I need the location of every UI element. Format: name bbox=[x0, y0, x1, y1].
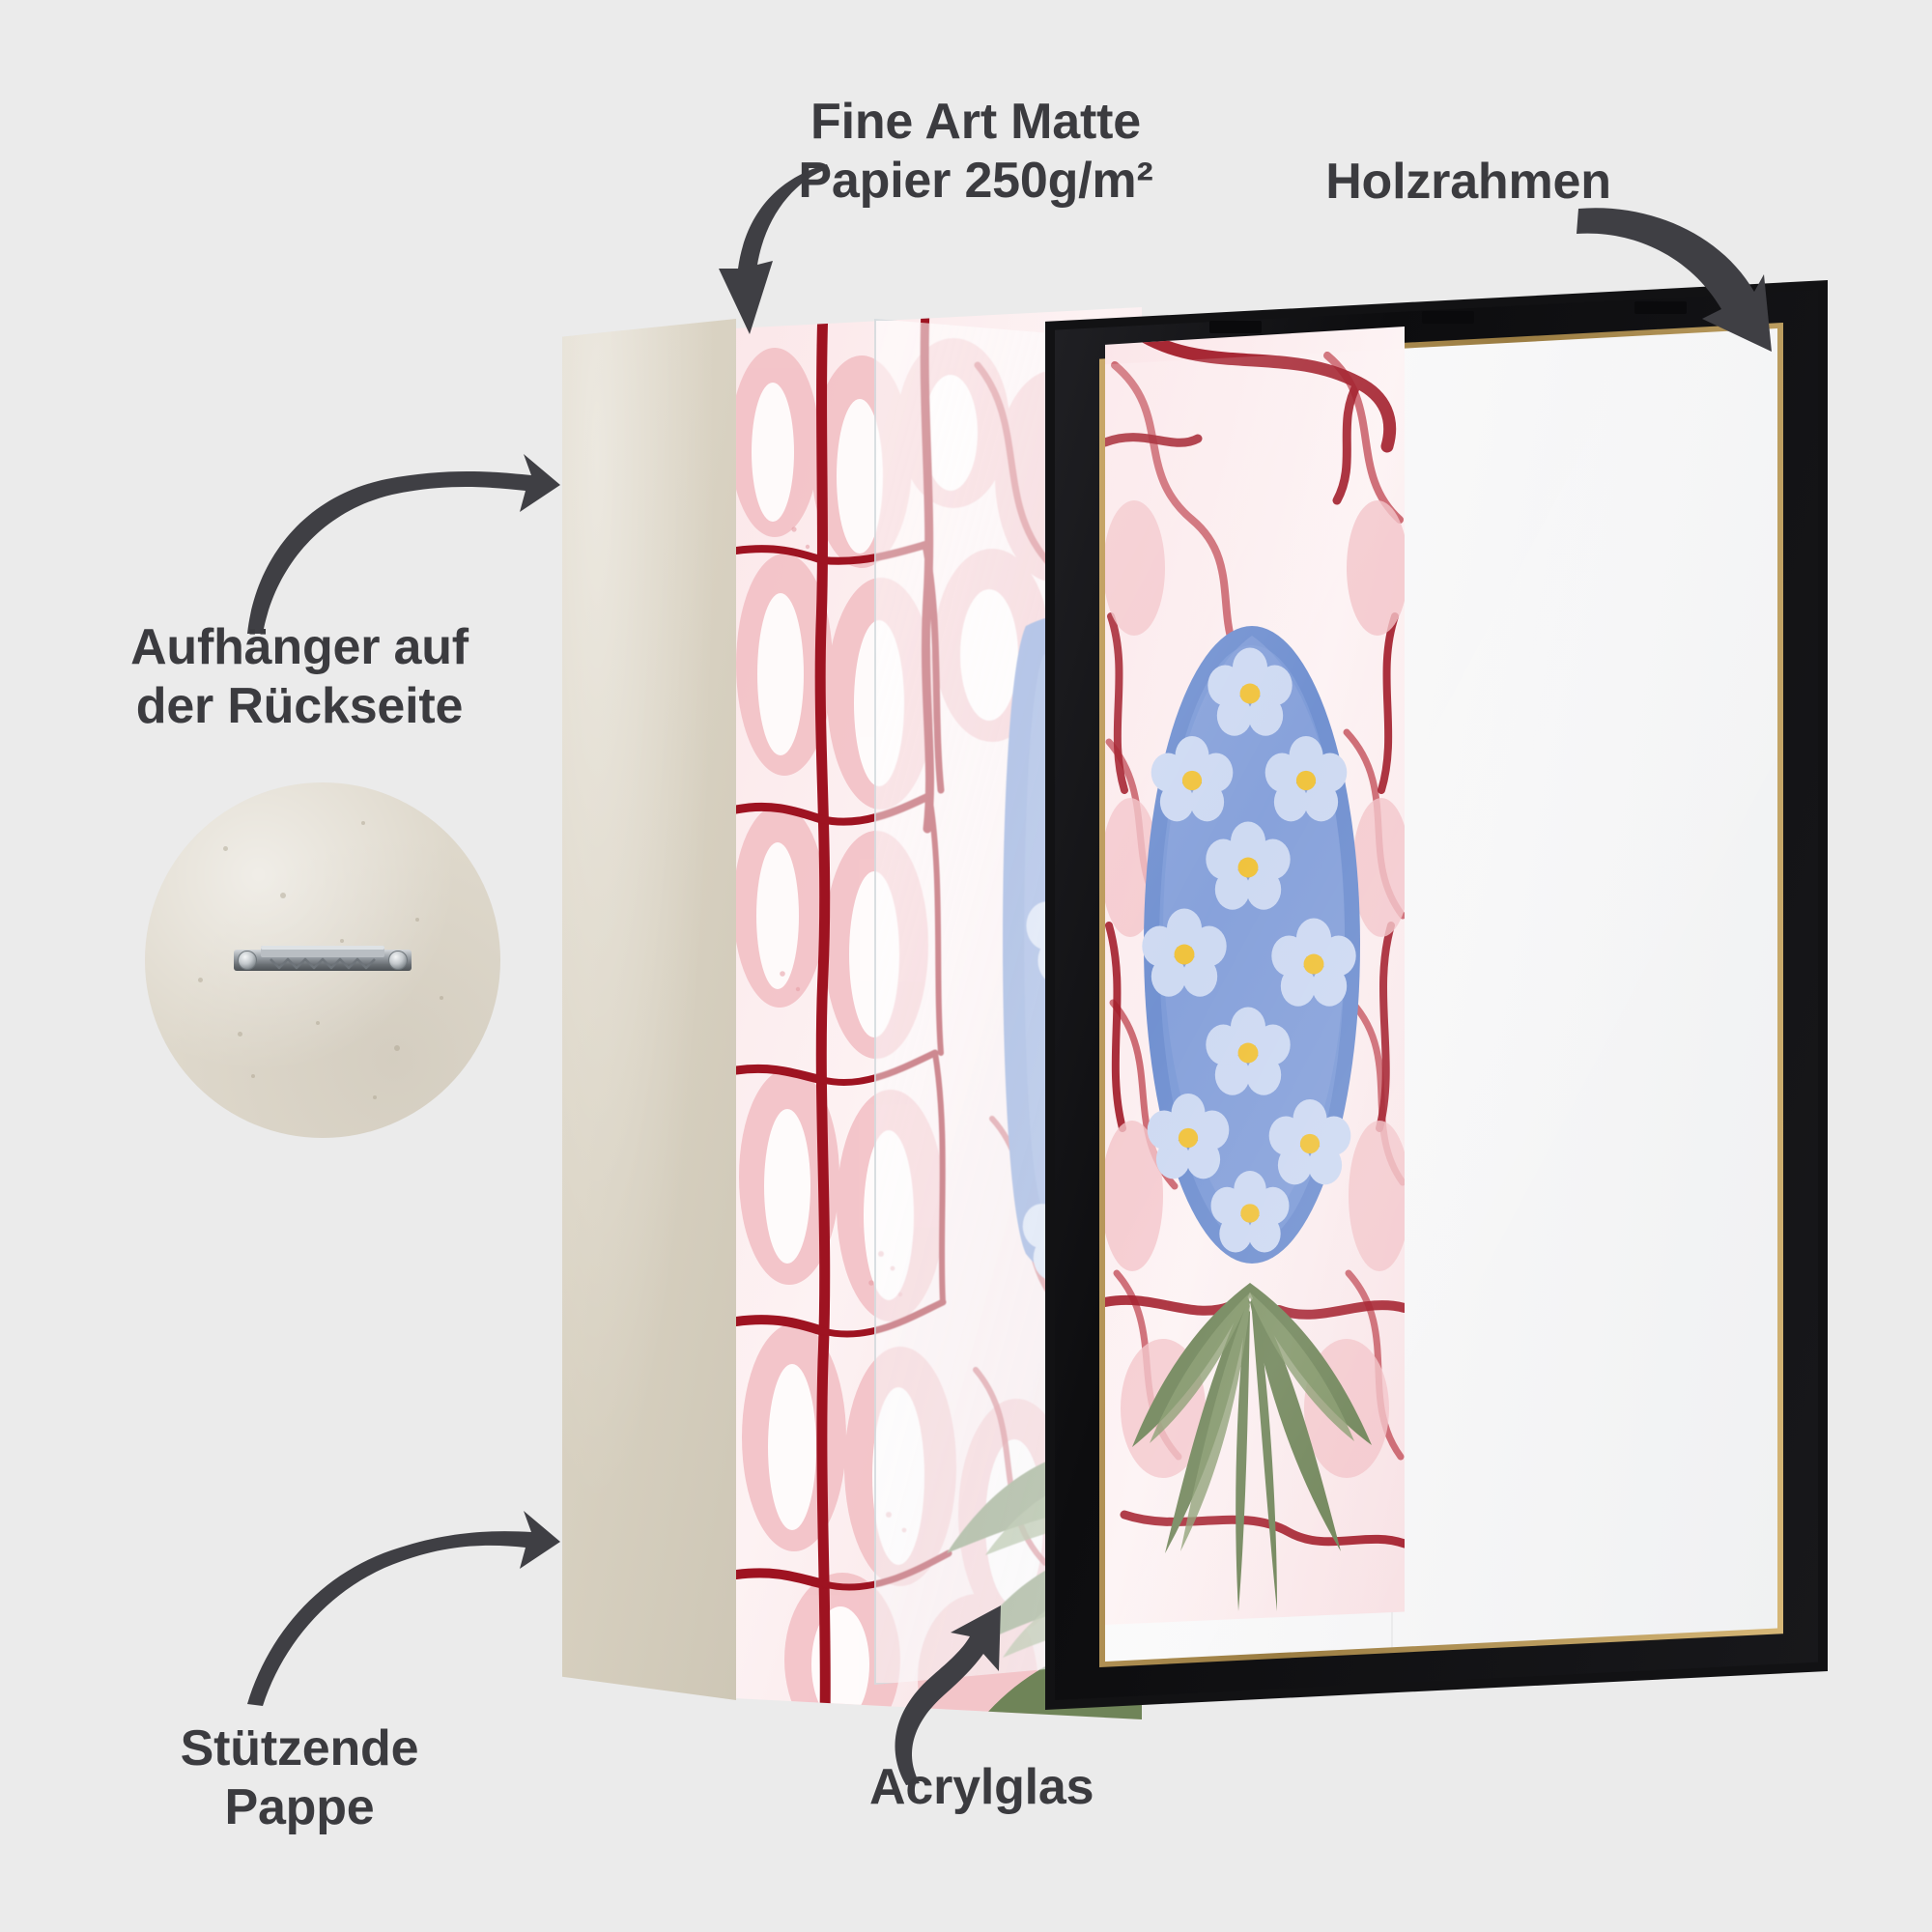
callout-arrow-frame bbox=[1577, 208, 1772, 352]
callout-label-cardboard: Stützende Pappe bbox=[180, 1720, 419, 1836]
framed-artwork bbox=[1105, 327, 1405, 1625]
callout-label-hanger: Aufhänger auf der Rückseite bbox=[130, 619, 469, 735]
sawtooth-hanger-icon bbox=[234, 946, 412, 971]
callout-label-paper: Fine Art Matte Papier 250g/m² bbox=[798, 94, 1153, 210]
frame-hardware-tab bbox=[1209, 321, 1262, 333]
callout-label-acrylic: Acrylglas bbox=[869, 1759, 1094, 1815]
back-hanger-detail bbox=[145, 782, 500, 1138]
frame-hardware-tab bbox=[1634, 301, 1687, 314]
acrylic-glass-sheet bbox=[874, 319, 1057, 1685]
callout-label-frame: Holzrahmen bbox=[1325, 154, 1611, 210]
callout-arrow-acrylic bbox=[895, 1605, 1001, 1785]
cardboard-back-panel bbox=[562, 319, 736, 1700]
callout-arrow-hanger bbox=[247, 454, 560, 634]
wood-frame-unit bbox=[1045, 280, 1828, 1710]
frame-hardware-tab bbox=[1422, 311, 1474, 324]
callout-arrow-cardboard bbox=[247, 1511, 560, 1706]
callout-arrow-paper bbox=[719, 164, 829, 334]
